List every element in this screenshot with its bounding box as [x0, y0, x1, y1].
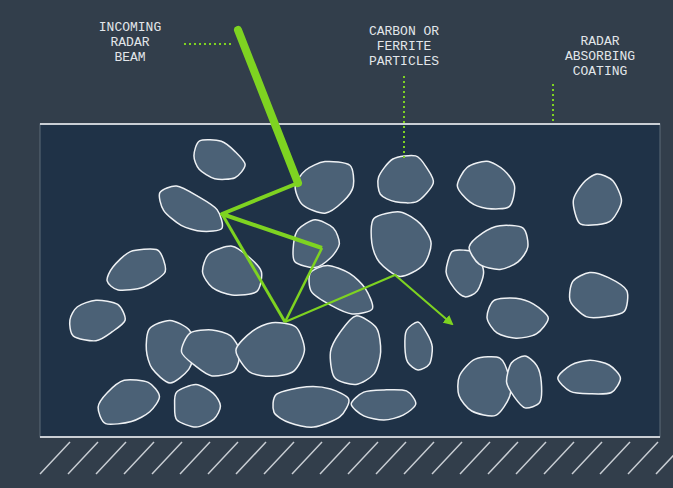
particle — [236, 323, 305, 377]
callout-label: INCOMING RADAR BEAM — [92, 20, 168, 65]
coating-layer — [40, 124, 660, 437]
substrate-surface — [40, 436, 660, 438]
particle — [98, 380, 159, 425]
hatch-stroke — [208, 442, 238, 474]
particle — [181, 330, 240, 376]
hatch-stroke — [460, 442, 490, 474]
hatch-stroke — [348, 442, 378, 474]
beam-reflection — [222, 214, 285, 322]
hatch-stroke — [488, 442, 518, 474]
particle — [487, 298, 548, 338]
hatch-stroke — [236, 442, 266, 474]
hatch-stroke — [96, 442, 126, 474]
hatch-stroke — [292, 442, 322, 474]
beam-reflection — [285, 275, 452, 324]
label-text: INCOMING RADAR BEAM — [92, 20, 168, 65]
particle — [175, 385, 221, 428]
leader-line — [552, 84, 554, 122]
particle — [203, 246, 262, 295]
particle — [469, 225, 528, 269]
particle — [457, 161, 514, 209]
particles — [70, 140, 628, 427]
callout-label: CARBON OR FERRITE PARTICLES — [364, 24, 444, 69]
particle — [570, 272, 628, 317]
particle — [330, 316, 380, 385]
leader-lines — [184, 44, 553, 160]
label-text: CARBON OR FERRITE PARTICLES — [364, 24, 444, 69]
particle — [573, 174, 621, 225]
hatch-stroke — [572, 442, 602, 474]
callout-label: RADAR ABSORBING COATING — [560, 34, 640, 79]
hatch-stroke — [180, 442, 210, 474]
radar-beam — [222, 30, 452, 324]
hatch-stroke — [656, 442, 673, 474]
particle — [107, 249, 166, 290]
particle — [558, 360, 621, 394]
particle — [194, 140, 245, 180]
beam-reflection — [285, 248, 322, 322]
particle — [507, 356, 542, 408]
hatch-stroke — [376, 442, 406, 474]
particle — [371, 212, 431, 277]
particle — [273, 387, 349, 428]
substrate-hatching — [40, 442, 673, 474]
hatch-stroke — [68, 442, 98, 474]
particle — [295, 161, 354, 213]
label-text: RADAR ABSORBING COATING — [560, 34, 640, 79]
hatch-stroke — [152, 442, 182, 474]
hatch-stroke — [600, 442, 630, 474]
particle — [458, 357, 511, 416]
hatch-stroke — [516, 442, 546, 474]
hatch-stroke — [320, 442, 350, 474]
hatch-stroke — [432, 442, 462, 474]
hatch-stroke — [404, 442, 434, 474]
particle — [351, 390, 416, 420]
hatch-stroke — [264, 442, 294, 474]
leader-line — [184, 43, 232, 45]
hatch-stroke — [628, 442, 658, 474]
particle — [159, 186, 222, 231]
leader-line — [403, 76, 405, 160]
hatch-stroke — [40, 442, 70, 474]
particle — [378, 155, 434, 202]
hatch-stroke — [124, 442, 154, 474]
particle — [405, 322, 432, 370]
hatch-stroke — [544, 442, 574, 474]
beam-incoming — [238, 30, 298, 183]
coating-surface — [40, 123, 660, 125]
particle — [70, 300, 126, 341]
